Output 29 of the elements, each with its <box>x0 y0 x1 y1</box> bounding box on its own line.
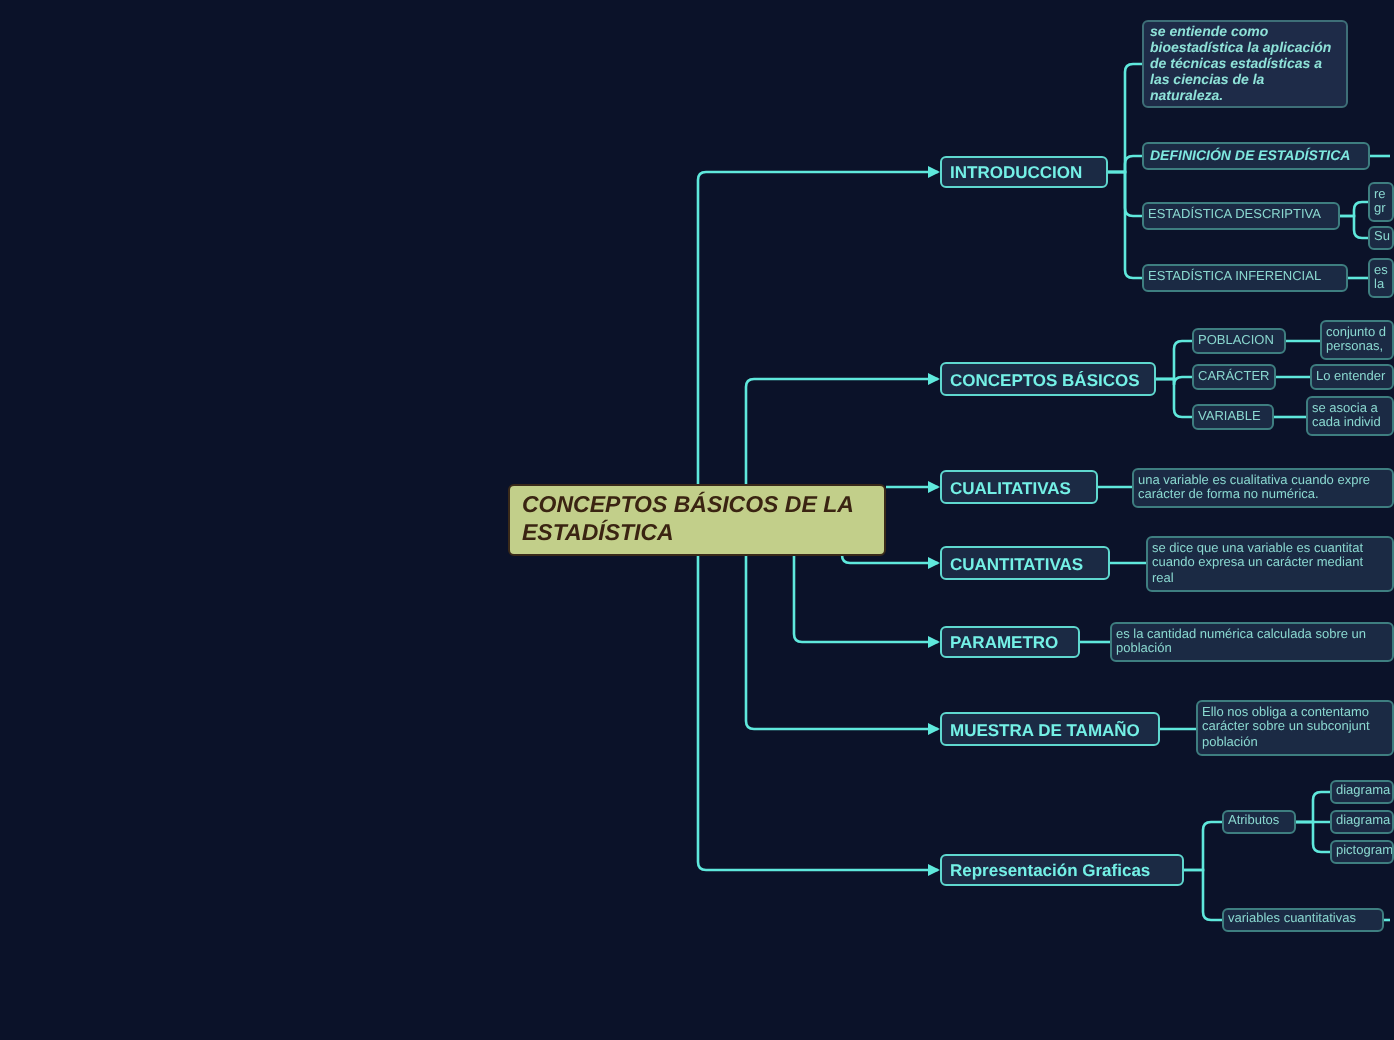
connector <box>886 481 940 493</box>
connector <box>744 556 940 735</box>
connector <box>1156 377 1192 419</box>
connector <box>1274 415 1306 419</box>
topic-box: INTRODUCCION <box>940 156 1108 188</box>
topic-box: MUESTRA DE TAMAÑO <box>940 712 1160 746</box>
connector <box>840 553 940 569</box>
connector <box>1098 485 1132 489</box>
topic-box: Representación Graficas <box>940 854 1184 886</box>
connector <box>792 556 940 648</box>
central-topic: CONCEPTOS BÁSICOS DE LA ESTADÍSTICA <box>508 484 886 556</box>
connector <box>696 166 940 484</box>
connector <box>1160 727 1196 731</box>
topic-box: CUALITATIVAS <box>940 470 1098 504</box>
topic-box: CUANTITATIVAS <box>940 546 1110 580</box>
connector <box>1184 868 1222 922</box>
connector <box>696 556 940 876</box>
connector <box>744 373 940 484</box>
connector <box>1276 375 1310 379</box>
connector <box>1370 154 1390 158</box>
connector <box>1080 640 1110 644</box>
connector <box>1296 820 1330 854</box>
connector <box>1108 170 1142 280</box>
connector <box>1340 214 1368 240</box>
topic-box: CONCEPTOS BÁSICOS <box>940 362 1156 396</box>
topic-box: PARAMETRO <box>940 626 1080 658</box>
connector <box>1110 561 1146 565</box>
connector <box>1348 276 1368 280</box>
connector <box>1286 339 1320 343</box>
